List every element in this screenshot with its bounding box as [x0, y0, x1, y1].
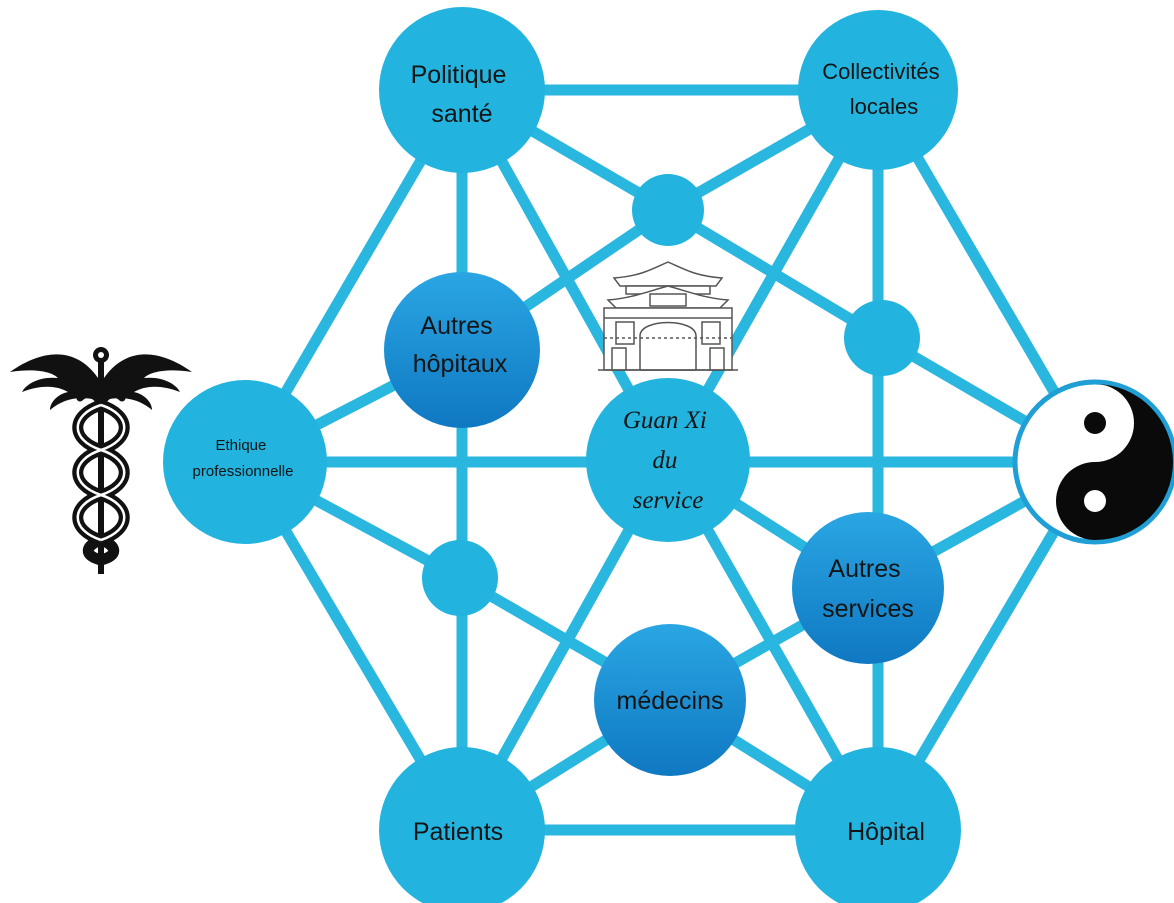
- node-politique-sante: [379, 7, 545, 173]
- chinese-gate-icon: [598, 261, 738, 371]
- junction-node: [844, 300, 920, 376]
- node-autres-hopitaux: [384, 272, 540, 428]
- label-collectivites-locales: Collectivités locales: [822, 59, 946, 119]
- label-ethique-professionnelle: Ethique professionnelle: [193, 437, 294, 480]
- label-medecins: médecins: [617, 687, 724, 715]
- node-ethique-professionnelle: [163, 380, 327, 544]
- edge: [662, 204, 888, 344]
- label-politique-sante: Politique santé: [411, 61, 514, 128]
- label-autres-services: Autres services: [822, 555, 914, 623]
- node-patients: [379, 747, 545, 903]
- node-guanxi-du-service: [586, 378, 750, 542]
- node-hopital: [795, 747, 961, 903]
- junction-node: [632, 174, 704, 246]
- label-hopital: Hôpital: [847, 818, 925, 846]
- yin-yang-icon: [1012, 379, 1174, 545]
- label-guanxi-du-service: Guan Xi du service: [623, 407, 713, 514]
- junction-node: [422, 540, 498, 616]
- caduceus-icon: [10, 347, 192, 574]
- node-autres-services: [792, 512, 944, 664]
- label-autres-hopitaux: Autres hôpitaux: [413, 312, 508, 378]
- node-medecins: [594, 624, 746, 776]
- label-patients: Patients: [413, 818, 503, 846]
- node-collectivites-locales: [798, 10, 958, 170]
